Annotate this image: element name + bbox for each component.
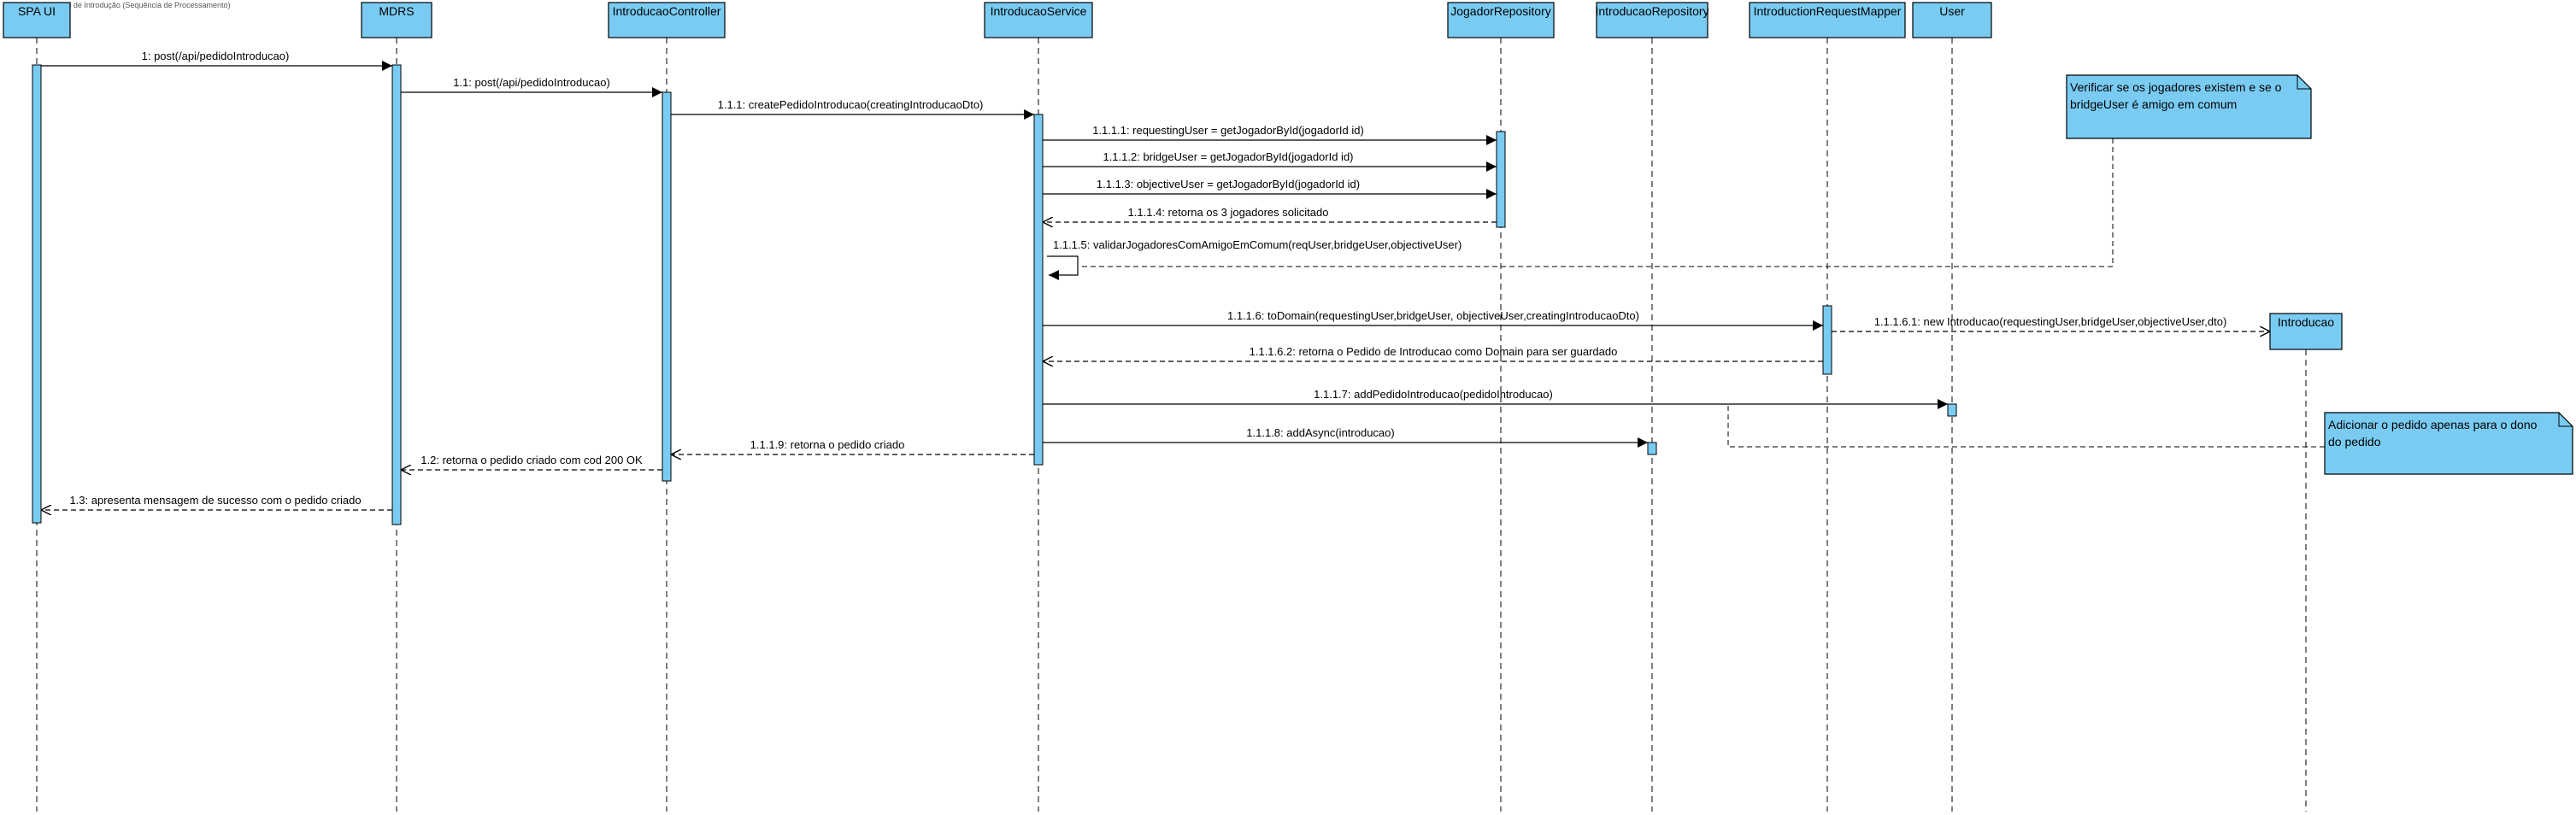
message-m16[interactable]: 1.3: apresenta mensagem de sucesso com o… — [41, 494, 392, 510]
message-m12[interactable]: 1.1.1.7: addPedidoIntroducao(pedidoIntro… — [1043, 388, 1948, 409]
participant-svc[interactable]: IntroducaoService — [984, 2, 1093, 38]
message-label: 1.1.1.3: objectiveUser = getJogadorById(… — [1097, 178, 1360, 191]
message-label: 1.1.1.6.1: new Introducao(requestingUser… — [1874, 315, 2227, 328]
participant-label: IntroductionRequestMapper — [1754, 4, 1902, 18]
message-m11[interactable]: 1.1.1.6.2: retorna o Pedido de Introduca… — [1043, 345, 1823, 361]
note-line: Verificar se os jogadores existem e se o — [2070, 80, 2282, 94]
participant-label: IntroducaoRepository — [1595, 4, 1709, 18]
message-m2[interactable]: 1.1: post(/api/pedidoIntroducao) — [401, 76, 662, 97]
message-label: 1.1: post(/api/pedidoIntroducao) — [453, 76, 610, 89]
message-label: 1.1.1: createPedidoIntroducao(creatingIn… — [718, 98, 984, 111]
message-m5[interactable]: 1.1.1.2: bridgeUser = getJogadorById(jog… — [1043, 150, 1497, 172]
participant-box — [1749, 2, 1906, 38]
message-label: 1.1.1.4: retorna os 3 jogadores solicita… — [1128, 206, 1329, 219]
message-m4[interactable]: 1.1.1.1: requestingUser = getJogadorById… — [1043, 124, 1497, 145]
participant-mdrs[interactable]: MDRS — [361, 2, 432, 38]
message-label: 1.1.1.9: retorna o pedido criado — [750, 438, 905, 451]
participant-label: User — [1939, 4, 1965, 18]
participant-jrepo[interactable]: JogadorRepository — [1447, 2, 1555, 38]
note-connector — [1727, 404, 2325, 448]
message-label: 1.1.1.6.2: retorna o Pedido de Introduca… — [1250, 345, 1618, 358]
activation-bar-jrepo — [1496, 131, 1506, 228]
activation-bar-spa — [32, 64, 42, 524]
note-note2: Adicionar o pedido apenas para o dono do … — [1727, 404, 2573, 475]
message-label: 1.1.1.7: addPedidoIntroducao(pedidoIntro… — [1314, 388, 1553, 401]
note-fold — [2558, 413, 2573, 427]
message-label: 1.1.1.8: addAsync(introducao) — [1246, 426, 1394, 439]
participant-mapper[interactable]: IntroductionRequestMapper — [1749, 2, 1906, 38]
note-fold — [2297, 75, 2311, 90]
message-m1[interactable]: 1: post(/api/pedidoIntroducao) — [41, 50, 392, 71]
note-line: do pedido — [2328, 435, 2381, 449]
participant-box — [361, 2, 432, 38]
activation-bar-mapper — [1822, 305, 1832, 375]
participant-box — [1596, 2, 1709, 38]
message-m14[interactable]: 1.1.1.9: retorna o pedido criado — [671, 438, 1034, 454]
participant-box — [3, 2, 71, 38]
note-connector — [1079, 138, 2114, 267]
message-label: 1.1.1.2: bridgeUser = getJogadorById(jog… — [1103, 150, 1353, 163]
diagram-caption: sd Visualizar pedido de Introdução (Sequ… — [3, 1, 231, 9]
self-message-arrow — [1047, 255, 1079, 280]
message-m15[interactable]: 1.2: retorna o pedido criado com cod 200… — [401, 454, 662, 470]
participant-ctrl[interactable]: IntroducaoController — [608, 2, 726, 38]
participant-label: JogadorRepository — [1450, 4, 1551, 18]
message-label: 1.2: retorna o pedido criado com cod 200… — [421, 454, 643, 466]
message-m3[interactable]: 1.1.1: createPedidoIntroducao(creatingIn… — [671, 98, 1034, 120]
activation-bar-svc — [1033, 114, 1044, 466]
message-m8[interactable]: 1.1.1.5: validarJogadoresComAmigoEmComum… — [1047, 238, 1461, 280]
participant-box — [984, 2, 1093, 38]
message-label: 1.1.1.1: requestingUser = getJogadorById… — [1092, 124, 1364, 137]
message-m7[interactable]: 1.1.1.4: retorna os 3 jogadores solicita… — [1043, 206, 1497, 222]
note-note1: Verificar se os jogadores existem e se o… — [1079, 74, 2312, 267]
participant-box — [608, 2, 726, 38]
participant-box — [1912, 2, 1992, 38]
message-m9[interactable]: 1.1.1.6: toDomain(requestingUser,bridgeU… — [1043, 309, 1823, 331]
note-line: Adicionar o pedido apenas para o dono — [2328, 418, 2538, 431]
participant-user[interactable]: User — [1912, 2, 1992, 38]
activation-bar-user — [1947, 403, 1957, 417]
message-m10[interactable]: 1.1.1.6.1: new Introducao(requestingUser… — [1832, 315, 2270, 331]
message-label: 1.1.1.5: validarJogadoresComAmigoEmComum… — [1053, 238, 1461, 251]
participant-label: SPA UI — [18, 4, 56, 18]
activation-bar-ctrl — [662, 91, 672, 482]
participant-intro[interactable]: Introducao — [2269, 313, 2343, 350]
message-label: 1.3: apresenta mensagem de sucesso com o… — [69, 494, 361, 507]
message-m6[interactable]: 1.1.1.3: objectiveUser = getJogadorById(… — [1043, 178, 1497, 199]
message-m13[interactable]: 1.1.1.8: addAsync(introducao) — [1043, 426, 1648, 448]
message-label: 1.1.1.6: toDomain(requestingUser,bridgeU… — [1227, 309, 1639, 322]
participant-label: Introducao — [2278, 315, 2334, 329]
message-label: 1: post(/api/pedidoIntroducao) — [142, 50, 290, 62]
activation-bar-irepo — [1647, 442, 1657, 455]
participant-label: IntroducaoController — [613, 4, 721, 18]
participant-label: IntroducaoService — [991, 4, 1087, 18]
note-line: bridgeUser é amigo em comum — [2070, 97, 2237, 111]
participant-label: MDRS — [379, 4, 414, 18]
participant-irepo[interactable]: IntroducaoRepository — [1595, 2, 1709, 38]
note-body — [2324, 412, 2573, 475]
activation-bar-mdrs — [391, 64, 402, 525]
participant-box — [1447, 2, 1555, 38]
participant-spa[interactable]: SPA UI — [3, 2, 71, 38]
participant-box — [2269, 313, 2343, 350]
note-body — [2066, 74, 2312, 139]
